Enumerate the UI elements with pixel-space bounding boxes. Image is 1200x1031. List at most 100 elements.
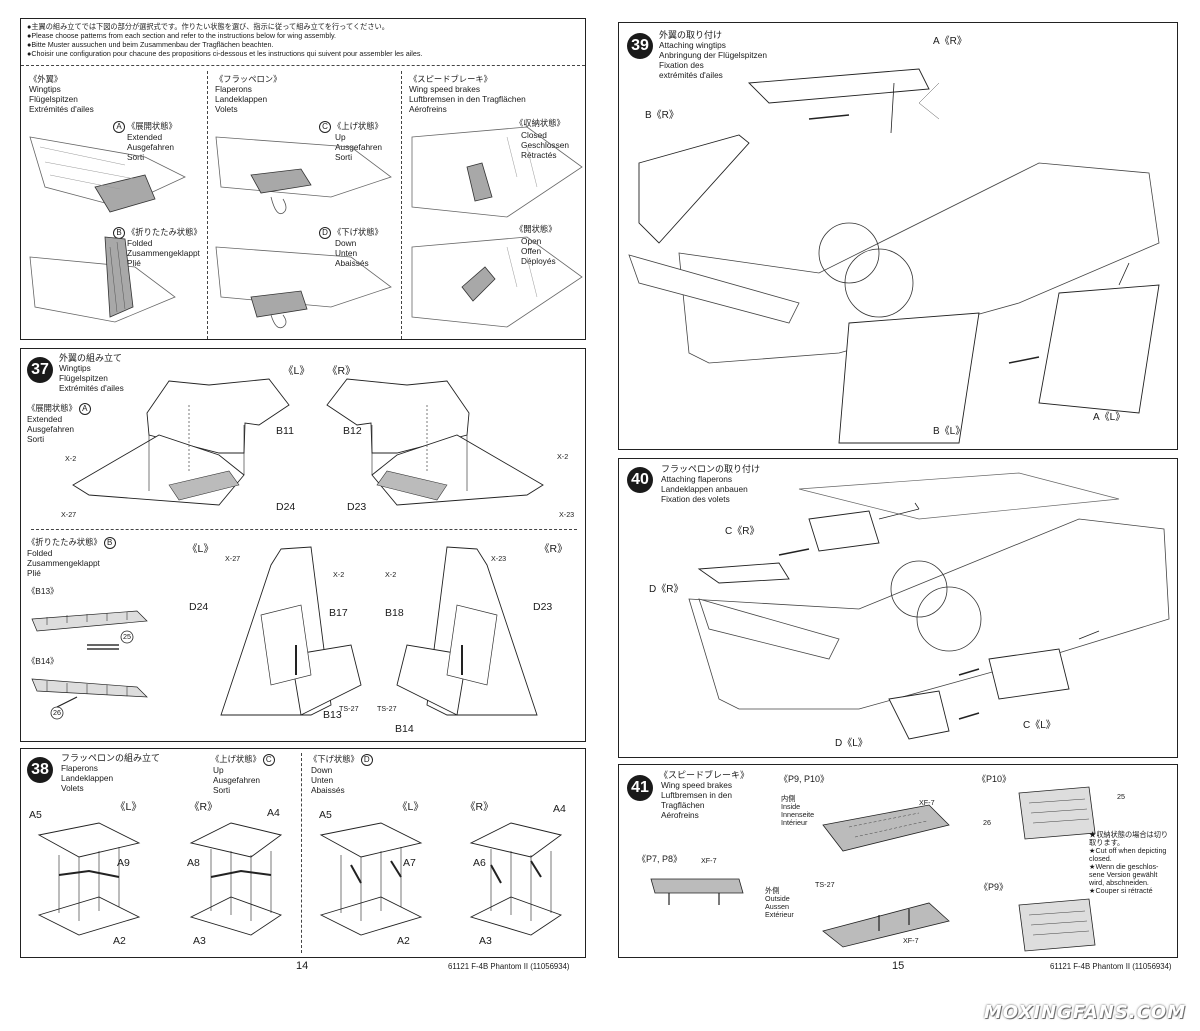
option-a-label: A《展開状態》 — [113, 121, 177, 133]
step-38-up-title: 《上げ状態》 — [211, 754, 261, 765]
step-38-en: Flaperons — [61, 763, 98, 773]
left-page: ●主翼の組み立てでは下図の部分が選択式です。作りたい状態を選び、指示に従って組み… — [20, 18, 586, 972]
step-38-down-fr: Abaissés — [311, 785, 345, 795]
inside-de: Innenseite — [781, 810, 815, 819]
option-a-fr: Sorti — [127, 152, 145, 162]
wingtip-extended-illustration — [29, 136, 186, 213]
speedbrake-de: Luftbremsen in den Tragflächen — [409, 94, 526, 104]
option-d-title: 《下げ状態》 — [333, 227, 383, 238]
step-39-en: Attaching wingtips — [659, 40, 726, 50]
wingtip-extended-r-diagram — [326, 378, 544, 506]
step-38-up-l: 《L》 — [115, 801, 142, 813]
b13-ref: 25 — [123, 632, 131, 641]
ref-26: 26 — [983, 818, 991, 827]
part-x2-r: X-2 — [557, 452, 569, 461]
flaperons-fr: Volets — [215, 104, 238, 114]
step-38-fr: Volets — [61, 783, 84, 793]
wingtips-en: Wingtips — [29, 84, 61, 94]
step-37-opt-b-en: Folded — [27, 548, 53, 558]
open-en: Open — [521, 236, 542, 246]
step-38-down-circle: D — [360, 754, 373, 766]
flaperon-up-r-diagram — [189, 822, 283, 936]
outside-en: Outside — [765, 894, 790, 903]
detail-b13: 《B13》 — [27, 586, 59, 596]
closed-fr: Rétractés — [521, 150, 557, 160]
note-4: closed. — [1089, 854, 1112, 863]
wingtip-folded-illustration — [29, 236, 176, 323]
part-b17: B17 — [329, 607, 348, 619]
step-37-opt-b-de: Zusammengeklappt — [27, 558, 100, 568]
label-c-r: C《R》 — [725, 526, 760, 537]
part-a5: A5 — [29, 809, 42, 821]
part-d24-b: D24 — [189, 601, 209, 613]
note-7: wird, abschneiden. — [1089, 878, 1149, 887]
site-watermark: MOXINGFANS.COM — [983, 1002, 1186, 1023]
step-41-fr: Aérofreins — [661, 810, 699, 820]
part-x2-b-r: X-2 — [385, 570, 397, 579]
part-a8: A8 — [187, 857, 200, 869]
p10-diagram — [1018, 786, 1096, 840]
part-x23-r: X-23 — [559, 510, 575, 519]
step-37-en: Wingtips — [59, 363, 91, 373]
option-b-en: Folded — [127, 238, 153, 248]
step-40-number: 40 — [627, 467, 653, 493]
part-a3-b: A3 — [479, 935, 492, 947]
option-c-circle: C — [319, 121, 331, 133]
step-39-de: Anbringung der Flügelspitzen — [659, 50, 767, 60]
step-40-de: Landeklappen anbauen — [661, 484, 748, 494]
step-38-down: 《下げ状態》D — [309, 754, 375, 766]
xf7-inside: XF-7 — [919, 798, 935, 807]
step-37-opt-a-circle: A — [78, 403, 91, 415]
step-41-number: 41 — [627, 775, 653, 801]
step-37-b-right-tag: 《R》 — [539, 543, 568, 555]
step-38-up: 《上げ状態》C — [211, 754, 277, 766]
intro-line-1: ●主翼の組み立てでは下図の部分が選択式です。作りたい状態を選び、指示に従って組み… — [27, 22, 389, 31]
flaperon-up-illustration — [215, 136, 392, 215]
part-x27-l: X-27 — [61, 510, 77, 519]
part-a4: A4 — [267, 807, 280, 819]
part-a4-b: A4 — [553, 803, 566, 815]
step-39-fr2: extrémités d'ailes — [659, 70, 723, 80]
flaperons-en: Flaperons — [215, 84, 252, 94]
part-ts27-r: TS-27 — [377, 704, 397, 713]
right-page-code: 61121 F-4B Phantom II (11056934) — [1050, 962, 1172, 971]
step-40-en: Attaching flaperons — [661, 474, 733, 484]
part-a5-b: A5 — [319, 809, 332, 821]
ref-25: 25 — [1117, 792, 1125, 801]
note-6: sene Version gewählt — [1089, 870, 1158, 879]
step-37-opt-a-fr: Sorti — [27, 434, 45, 444]
step-37-number: 37 — [27, 357, 53, 383]
step-38-box: 38 フラッペロンの組み立て Flaperons Landeklappen Vo… — [20, 748, 586, 958]
part-a2: A2 — [113, 935, 126, 947]
step-38-down-r: 《R》 — [465, 801, 494, 813]
intro-line-2: ●Please choose patterns from each sectio… — [27, 31, 337, 40]
part-b14: B14 — [395, 723, 414, 735]
step-38-up-r: 《R》 — [189, 801, 218, 813]
step-37-opt-a-title: 《展開状態》 — [27, 403, 77, 414]
col-divider-2 — [401, 71, 402, 339]
step-38-up-de: Ausgefahren — [213, 775, 261, 785]
step-37-b-left-tag: 《L》 — [187, 543, 214, 555]
label-c-l: C《L》 — [1023, 720, 1056, 731]
step-39-number: 39 — [627, 33, 653, 59]
open-de: Offen — [521, 246, 542, 256]
option-b-fr: Plié — [127, 258, 141, 268]
label-a-r: A《R》 — [933, 36, 967, 47]
option-d-de: Unten — [335, 248, 358, 258]
speedbrake-en: Wing speed brakes — [409, 84, 481, 94]
part-a9: A9 — [117, 857, 130, 869]
p9-diagram — [1018, 898, 1096, 952]
right-page-number: 15 — [892, 960, 905, 972]
divider — [21, 65, 585, 66]
flaperon-down-illustration — [215, 246, 392, 329]
part-x2-l: X-2 — [65, 454, 77, 463]
step-38-number: 38 — [27, 757, 53, 783]
step-37-title: 外翼の組み立て — [59, 353, 123, 363]
part-ts27-l: TS-27 — [339, 704, 359, 713]
part-a6: A6 — [473, 857, 486, 869]
xf7-outside: XF-7 — [903, 936, 919, 945]
note-2: 取ります。 — [1089, 838, 1125, 847]
step-37-divider — [31, 529, 577, 530]
step-41-de: Luftbremsen in den — [661, 790, 733, 800]
closed-title: 《収納状態》 — [515, 118, 565, 128]
